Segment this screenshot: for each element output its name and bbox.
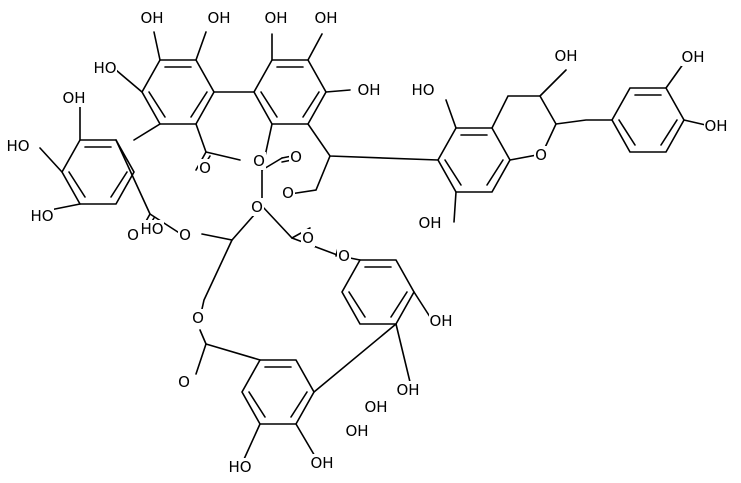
hydroxyl-group-label: OH	[62, 89, 85, 107]
hydroxyl-group-label: HO	[228, 458, 251, 476]
oxygen-atom-label: O	[290, 148, 302, 166]
oxygen-atom-label: O	[338, 247, 350, 265]
hydroxyl-group-label: OH	[314, 9, 337, 27]
atom-label-background	[554, 47, 578, 65]
atom-label-background	[281, 184, 295, 202]
atom-label-background	[534, 146, 548, 164]
oxygen-atom-label: O	[302, 229, 314, 247]
atom-label-background	[337, 247, 351, 265]
hydroxyl-group-label: OH	[310, 454, 333, 472]
hydroxyl-group-label: OH	[704, 117, 727, 135]
atom-label-background	[411, 81, 435, 99]
atom-label-background	[681, 48, 705, 66]
atom-label-layer: OH OH OH OH HO OH HO HO HO OH HO OH OH OH OH OH OH OH OH HO…	[6, 9, 728, 476]
hydroxyl-group-label: HO	[411, 81, 434, 99]
oxygen-atom-label: O	[251, 198, 263, 216]
oxygen-atom-label: O	[179, 226, 191, 244]
atom-label-background	[704, 117, 728, 135]
atom-label-background	[140, 9, 164, 27]
atom-label-background	[264, 9, 288, 27]
hydroxyl-group-label: OH	[396, 381, 419, 399]
atom-label-background	[228, 458, 252, 476]
atom-label-background	[289, 148, 303, 166]
oxygen-atom-label: O	[253, 152, 265, 170]
atom-label-background	[207, 9, 231, 27]
atom-label-background	[30, 207, 54, 225]
atom-label-background	[357, 81, 381, 99]
atom-label-background	[177, 373, 191, 391]
atom-label-background	[62, 89, 86, 107]
atom-label-background	[252, 152, 266, 170]
hydroxyl-group-label: OH	[429, 312, 452, 330]
hydroxyl-group-label: HO	[6, 137, 29, 155]
atom-label-background	[364, 398, 388, 416]
atom-label-background	[396, 381, 420, 399]
hydroxyl-group-label: OH	[554, 47, 577, 65]
hydroxyl-group-label: OH	[418, 214, 441, 232]
atom-label-background	[418, 214, 442, 232]
atom-label-background	[345, 422, 369, 440]
hydroxyl-group-label: OH	[207, 9, 230, 27]
atom-label-background	[6, 137, 30, 155]
oxygen-atom-label: O	[199, 159, 211, 177]
hydroxyl-group-label: OH	[264, 9, 287, 27]
oxygen-atom-label: O	[535, 146, 547, 164]
oxygen-atom-label: O	[192, 309, 204, 327]
hydroxyl-group-label: OH	[364, 398, 387, 416]
hydroxyl-group-label: OH	[345, 422, 368, 440]
atom-label-background	[126, 226, 140, 244]
oxygen-atom-label: O	[127, 226, 139, 244]
atom-label-background	[198, 159, 212, 177]
hydroxyl-group-label: HO	[30, 207, 53, 225]
oxygen-atom-label: O	[282, 184, 294, 202]
hydroxyl-group-label: OH	[681, 48, 704, 66]
hydroxyl-group-label: HO	[140, 220, 163, 238]
atom-label-background	[310, 454, 334, 472]
atom-label-background	[93, 59, 117, 77]
atom-label-background	[301, 229, 315, 247]
atom-label-background	[191, 309, 205, 327]
atom-label-background	[178, 226, 192, 244]
atom-label-background	[250, 198, 264, 216]
atom-label-background	[140, 220, 164, 238]
atom-label-background	[314, 9, 338, 27]
hydroxyl-group-label: HO	[93, 59, 116, 77]
atom-label-background	[429, 312, 453, 330]
hydroxyl-group-label: OH	[357, 81, 380, 99]
oxygen-atom-label: O	[178, 373, 190, 391]
hydroxyl-group-label: OH	[140, 9, 163, 27]
